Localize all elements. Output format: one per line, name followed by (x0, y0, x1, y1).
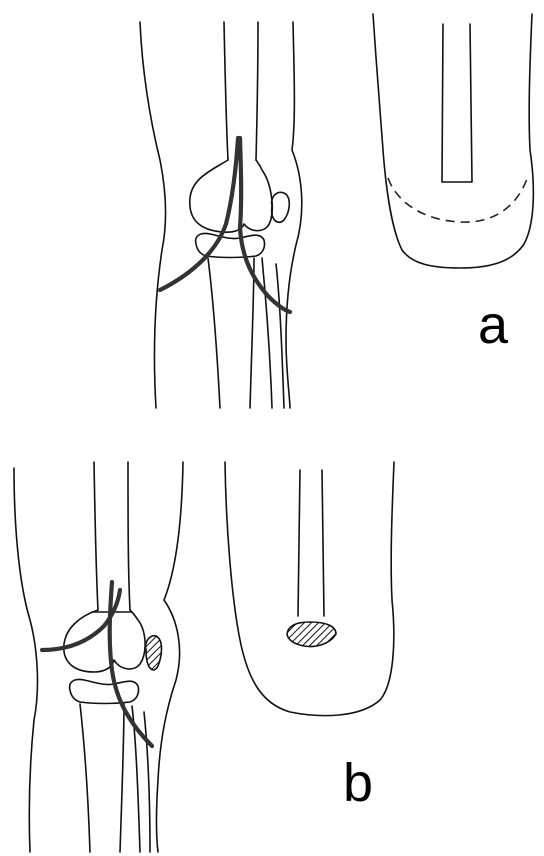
panel-a-patella (272, 192, 290, 222)
panel-a-outer-contour-right (286, 22, 302, 408)
panel-b-stump-outline (225, 462, 394, 716)
panel-a-stump-outline (373, 14, 533, 268)
panel-b-femur-shaft-left (94, 462, 98, 610)
panel-a-anterior-view (140, 22, 302, 408)
panel-b-anterior-view (14, 462, 183, 852)
panel-a-dashed-line (388, 176, 528, 222)
panel-a-tibia-shaft-left (208, 258, 220, 408)
panel-a-bone-outline (442, 24, 472, 182)
panel-b-patella (146, 636, 162, 670)
panel-b-femur-shaft-right (128, 462, 130, 610)
panel-b-tibia-shaft-left (80, 704, 90, 852)
panel-b-stump-view (225, 462, 394, 716)
panel-a-fibula-right (276, 264, 284, 408)
panel-a-tibia-shaft-right (250, 258, 254, 408)
panel-b-tibial-plateau (70, 679, 139, 703)
panel-b-outer-contour-left (14, 468, 37, 852)
panel-a-femur-shaft-right (256, 22, 258, 160)
panel-a-stump-view (373, 14, 533, 268)
panel-b-tibia-shaft-right (120, 704, 124, 852)
panel-b-bone-right (322, 470, 324, 616)
panel-b-bone-left (298, 470, 300, 616)
panel-b-bone-end-hatched (287, 622, 336, 647)
panel-a-fibula-left (262, 258, 272, 408)
panel-a-femur-shaft-left (224, 22, 228, 160)
panel-b-femoral-condyles (64, 610, 145, 672)
panel-label-a: a (478, 298, 508, 352)
panel-b-fibula-right (144, 712, 150, 852)
panel-a-outer-contour-left (140, 22, 166, 408)
panel-label-b: b (343, 756, 373, 810)
